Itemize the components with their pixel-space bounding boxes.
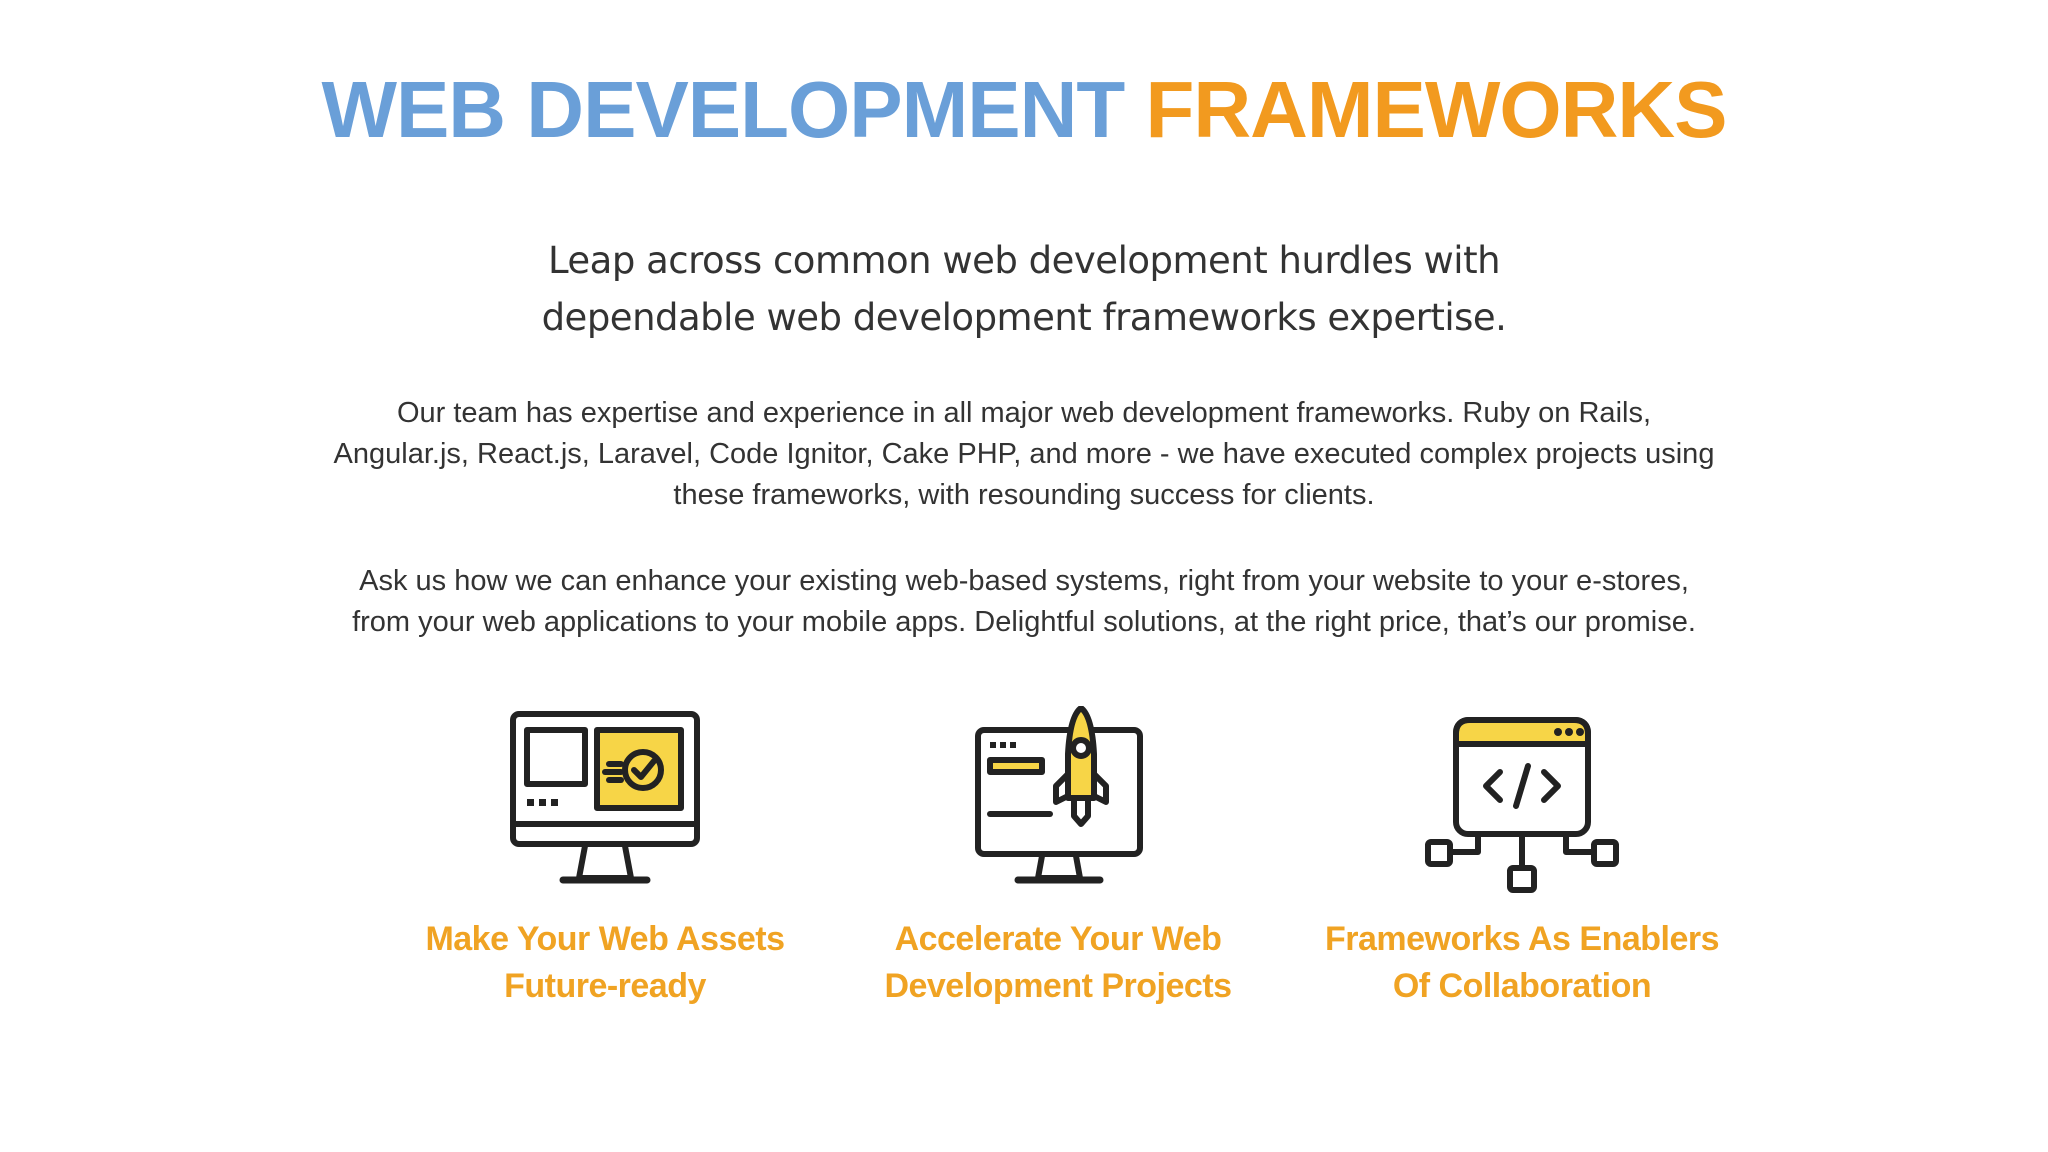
paragraph-line: Ask us how we can enhance your existing … [359,565,1689,597]
monitor-check-icon [510,711,700,884]
rocket-monitor-icon [975,706,1143,884]
title-part-orange: FRAMEWORKS [1145,65,1727,154]
feature-accelerate: Accelerate Your Web Development Projects [838,706,1278,1010]
feature-label-line: Of Collaboration [1392,967,1652,1005]
page-title: WEB DEVELOPMENT FRAMEWORKS [0,60,2048,160]
cta-paragraph: Ask us how we can enhance your existing … [264,561,1784,643]
title-part-blue: WEB DEVELOPMENT [321,65,1125,154]
feature-label-line: Make Your Web Assets [425,920,785,958]
paragraph-line: Our team has expertise and experience in… [396,397,1652,429]
subtitle-line-1: Leap across common web development hurdl… [547,239,1501,282]
code-network-icon [1425,717,1619,893]
feature-label: Make Your Web Assets Future-ready [385,916,825,1010]
feature-label-line: Accelerate Your Web [894,920,1222,958]
subtitle-line-2: dependable web development frameworks ex… [541,296,1507,339]
subtitle: Leap across common web development hurdl… [424,232,1624,346]
feature-future-ready: Make Your Web Assets Future-ready [385,706,825,1010]
feature-label: Accelerate Your Web Development Projects [838,916,1278,1010]
feature-label: Frameworks As Enablers Of Collaboration [1302,916,1742,1010]
feature-label-line: Development Projects [884,967,1232,1005]
intro-paragraph: Our team has expertise and experience in… [264,393,1784,516]
feature-label-line: Future-ready [504,967,706,1005]
feature-collaboration: Frameworks As Enablers Of Collaboration [1302,706,1742,1010]
paragraph-line: from your web applications to your mobil… [352,606,1696,638]
paragraph-line: these frameworks, with resounding succes… [673,479,1375,511]
feature-label-line: Frameworks As Enablers [1324,920,1720,958]
paragraph-line: Angular.js, React.js, Laravel, Code Igni… [333,438,1715,470]
